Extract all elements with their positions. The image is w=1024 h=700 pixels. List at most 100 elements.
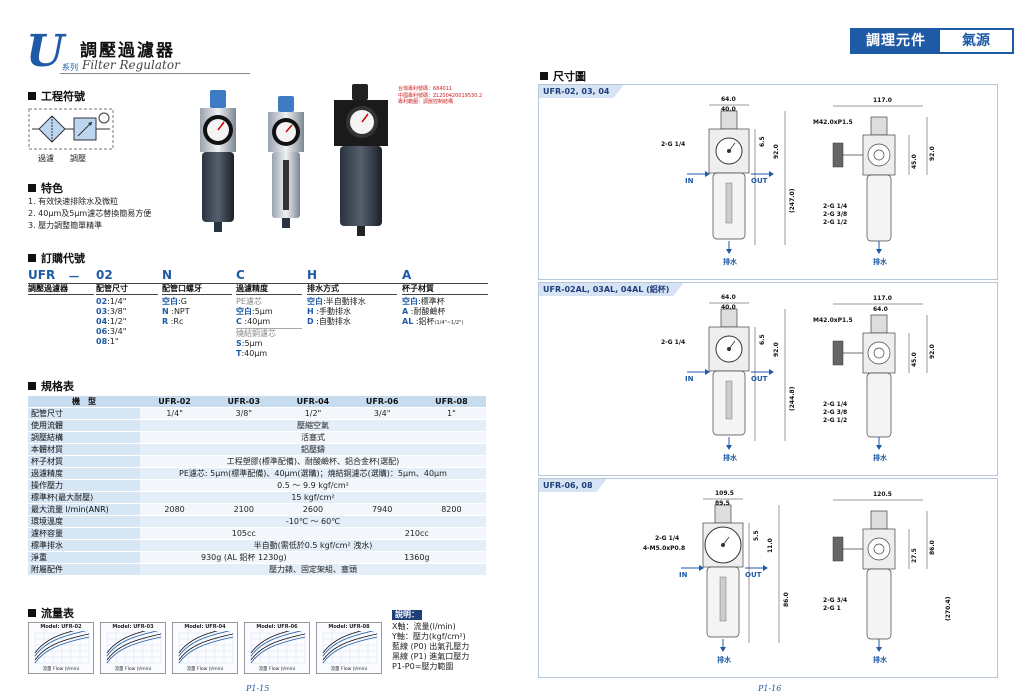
drain-label: 排水 — [723, 258, 737, 266]
order-code-part: 02 — [96, 268, 113, 282]
gauge-needle — [722, 536, 730, 546]
code-value: :40μm — [241, 317, 271, 326]
patent-line: 中國專利號碼：ZL200420019530.2 — [398, 92, 483, 99]
spec-cell: 2080 — [140, 503, 210, 516]
product-photos — [200, 84, 388, 236]
dim-height-label: (244.8) — [789, 386, 796, 411]
port-spec-label: 2-G 3/8 — [823, 211, 848, 218]
dim-height-label: 86.0 — [929, 540, 936, 555]
flow-chart-title: Model: UFR-04 — [184, 624, 226, 630]
spec-row-label: 配管尺寸 — [28, 407, 140, 420]
spec-header-model: UFR-04 — [278, 396, 348, 408]
flow-chart-xlabel: 流量 Flow (l/min) — [330, 667, 368, 672]
spec-cell: 105cc — [140, 527, 348, 540]
patent-info: 台灣專利號碼：684011 中國專利號碼：ZL200420019530.2 專利… — [398, 86, 482, 106]
code-value: :1/2" — [107, 317, 127, 326]
spec-cell: 1/4" — [140, 407, 210, 420]
dimension-panel-title: UFR-02, 03, 04 — [539, 85, 624, 98]
spec-cell: 2600 — [278, 503, 348, 516]
dim-width-label: 64.0 — [873, 306, 888, 313]
dim-height-label: 45.0 — [911, 352, 918, 367]
order-code-part: － — [68, 270, 81, 284]
drain-label: 排水 — [723, 454, 737, 462]
series-suffix: 系列 — [62, 63, 78, 72]
dim-height-label: (247.0) — [789, 188, 796, 213]
code-value: :1/4" — [107, 297, 127, 306]
flow-curve — [178, 631, 219, 654]
left-page: U 系列 調壓過濾器 Filter Regulator — [0, 0, 512, 700]
side-knob — [870, 116, 888, 136]
side-gauge-profile — [832, 340, 844, 366]
out-arrow-icon — [769, 171, 774, 177]
side-gauge-profile — [832, 142, 844, 168]
category-main: 調理元件 — [852, 30, 940, 52]
in-label: IN — [679, 571, 688, 579]
flow-chart-plot — [178, 631, 234, 664]
dim-height-label: 86.0 — [783, 592, 790, 607]
dim-height-label: 92.0 — [929, 344, 936, 359]
thread-spec-label: M42.0xP1.5 — [813, 317, 853, 324]
flow-note-line: Y軸：壓力(kgf/cm²) — [392, 632, 466, 641]
code-group-label: PE濾芯 — [236, 297, 262, 306]
drain-arrow-icon — [726, 445, 732, 450]
side-port-inner — [873, 149, 885, 161]
spec-cell: 2100 — [209, 503, 279, 516]
flow-note-line: 黑線 (P1) 進氣口壓力 — [392, 652, 470, 661]
code-value: :5μm — [252, 307, 273, 316]
port-spec-label: 2-G 1 — [823, 605, 841, 612]
spec-cell: 210cc — [347, 527, 486, 540]
product-photo-large — [334, 84, 388, 236]
dim-height-label: 27.5 — [911, 548, 918, 563]
flow-curve — [322, 631, 375, 657]
port-spec-label: 4-M5.0xP0.8 — [643, 545, 686, 552]
order-code-part: C — [236, 268, 245, 282]
order-code-col-thread: 配管口螺牙 空白:G N :NPT R :Rc — [162, 283, 232, 327]
side-drain-arrow-icon — [876, 445, 882, 450]
flow-note-title: 說明： — [392, 610, 422, 620]
page-title: 調壓過濾器 — [80, 41, 175, 61]
spec-cell: 1360g — [347, 551, 486, 564]
regulator-knob — [720, 308, 738, 328]
flow-curve — [250, 631, 303, 657]
dimension-drawing — [681, 498, 928, 652]
in-arrow-icon — [705, 369, 710, 375]
symbol-heading: 工程符號 — [28, 88, 85, 104]
flow-curve — [322, 636, 378, 664]
code-key: T — [236, 349, 242, 358]
side-drain-arrow-icon — [876, 249, 882, 254]
spec-cell: 8200 — [416, 503, 486, 516]
dimensions-heading: 尺寸圖 — [540, 68, 586, 84]
side-port-inner — [873, 543, 885, 555]
port-spec-label: 2-G 1/4 — [661, 141, 686, 148]
code-value: :1" — [107, 337, 119, 346]
spec-cell: 活塞式 — [140, 431, 486, 444]
out-label: OUT — [751, 177, 768, 185]
spec-row-label: 使用流體 — [28, 419, 140, 432]
code-value: :3/8" — [107, 307, 127, 316]
flow-curve — [34, 633, 90, 661]
dim-height-label: 11.0 — [767, 538, 774, 553]
order-code-heading: 訂購代號 — [28, 250, 85, 266]
spec-cell: 3/8" — [209, 407, 279, 420]
flow-note-line: 藍線 (P0) 出氣孔壓力 — [392, 642, 470, 651]
code-key: H — [307, 307, 314, 316]
flow-curve — [34, 631, 87, 657]
dimension-drawing — [687, 104, 928, 254]
code-value: :耐酸鹼杯 — [408, 307, 446, 316]
order-code-col-drain: 排水方式 空白:半自動排水 H :手動排水 D :自動排水 — [307, 283, 397, 327]
category-sub: 氣源 — [962, 33, 990, 49]
flow-chart-title: Model: UFR-08 — [328, 624, 370, 630]
port-spec-label: 2-G 1/4 — [661, 339, 686, 346]
patent-line: 專利範圍：調壓控制結構 — [398, 99, 454, 105]
dim-width-label: 40.0 — [721, 304, 736, 311]
code-key: 04 — [96, 317, 108, 326]
port-spec-label: 2-G 1/4 — [823, 401, 848, 408]
